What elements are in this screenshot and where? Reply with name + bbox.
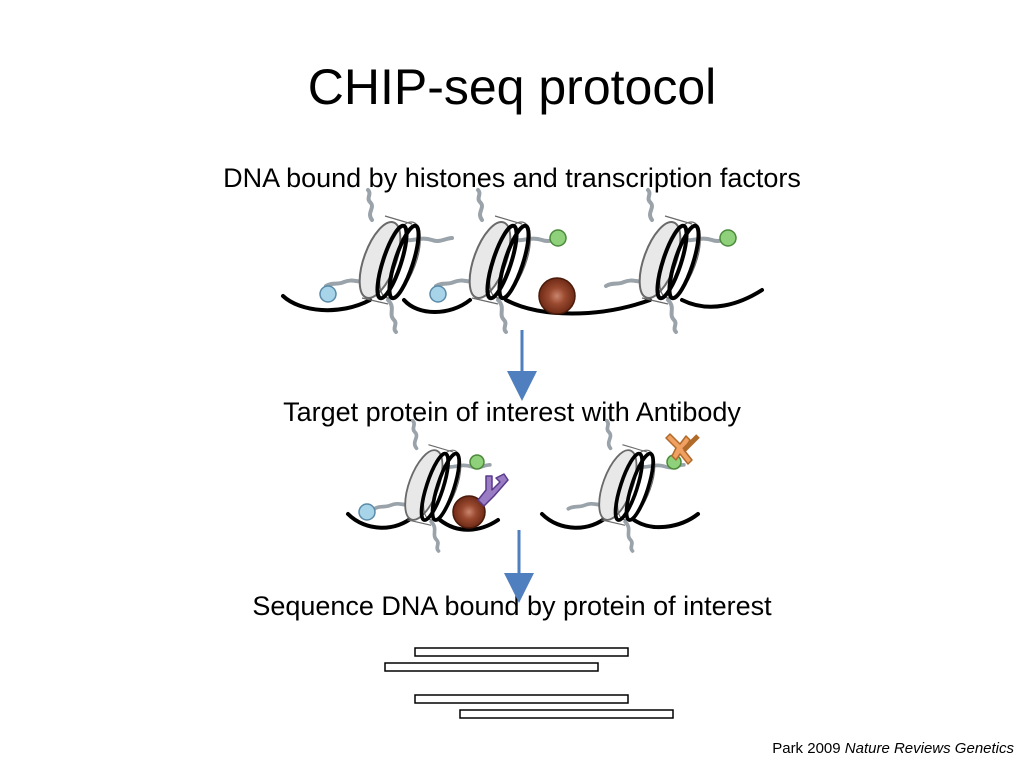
histone-mark-blue bbox=[358, 503, 376, 521]
nucleosome-icon bbox=[566, 419, 686, 553]
step-1-figure bbox=[281, 188, 764, 334]
histone-mark-green bbox=[469, 454, 485, 470]
citation-journal: Nature Reviews Genetics bbox=[844, 740, 1014, 757]
histone-mark-blue bbox=[319, 285, 337, 303]
antibody-icon bbox=[477, 473, 509, 507]
slide-title: CHIP-seq protocol bbox=[307, 59, 717, 115]
citation-author-year: Park 2009 bbox=[772, 740, 845, 757]
citation: Park 2009 Nature Reviews Genetics bbox=[772, 740, 1014, 758]
sequencing-read-icon bbox=[414, 694, 629, 704]
histone-mark-blue bbox=[429, 285, 447, 303]
histone-mark-green bbox=[719, 229, 737, 247]
sequencing-reads bbox=[384, 647, 674, 719]
sequencing-read-icon bbox=[384, 662, 599, 672]
step-1-label: DNA bound by histones and transcription … bbox=[223, 163, 801, 193]
histone-mark-green bbox=[549, 229, 567, 247]
antibody-icon bbox=[665, 433, 700, 465]
transcription-factor-icon bbox=[538, 277, 576, 315]
transcription-factor-icon bbox=[452, 495, 486, 529]
step-2-label: Target protein of interest with Antibody bbox=[283, 397, 741, 427]
sequencing-read-icon bbox=[414, 647, 629, 657]
nucleosome-icon bbox=[604, 188, 734, 334]
dna-strand bbox=[281, 288, 764, 316]
step-2-figure bbox=[346, 419, 700, 553]
sequencing-read-icon bbox=[459, 709, 674, 719]
